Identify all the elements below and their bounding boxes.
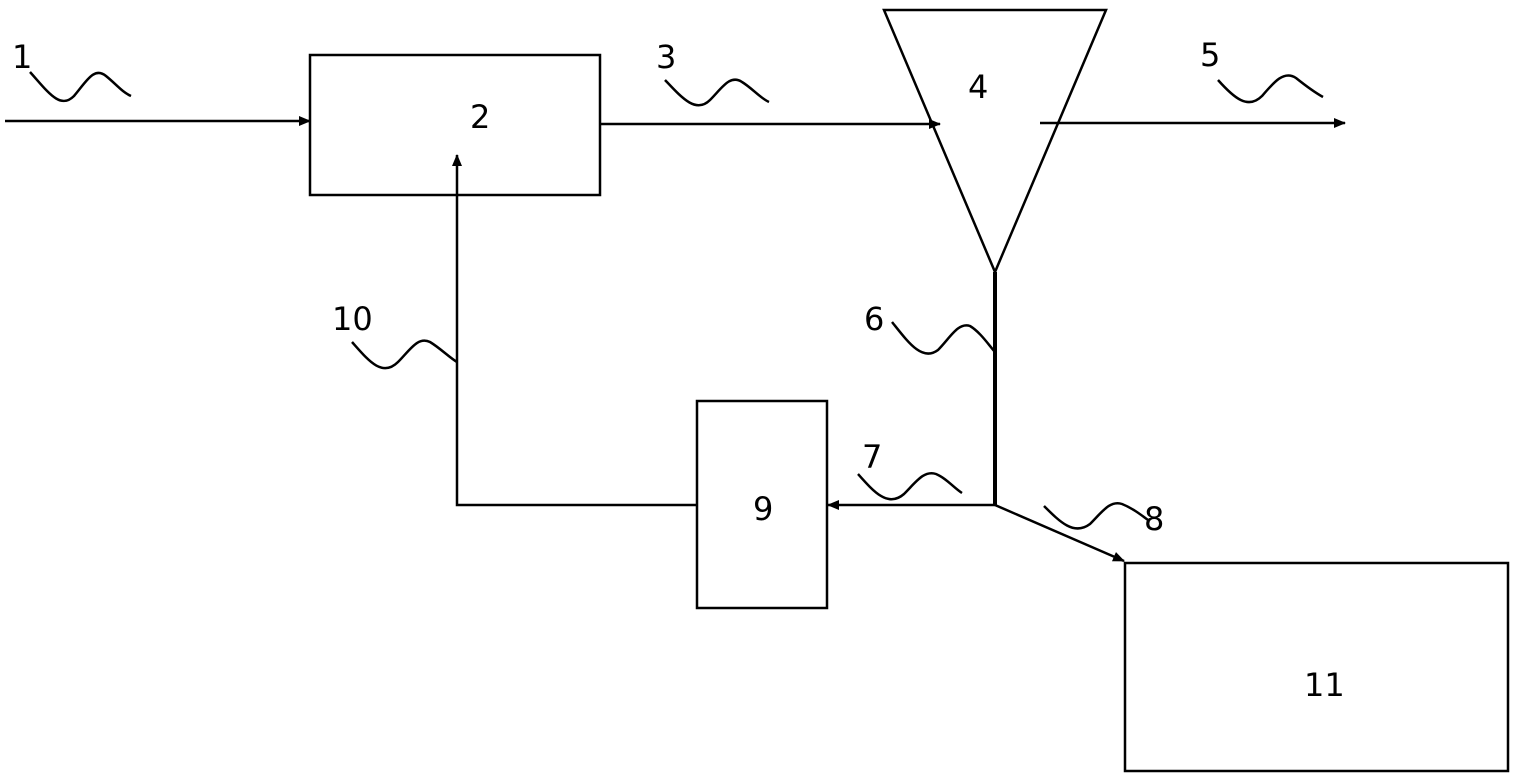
label-11: 11 bbox=[1304, 666, 1345, 704]
label-5: 5 bbox=[1200, 36, 1220, 74]
unit-4-cone bbox=[882, 8, 1108, 276]
leader-6-wave bbox=[891, 321, 996, 355]
label-4: 4 bbox=[968, 68, 988, 106]
label-6: 6 bbox=[864, 300, 884, 338]
unit-11-box bbox=[1123, 561, 1510, 773]
label-3: 3 bbox=[656, 38, 676, 76]
label-10: 10 bbox=[332, 300, 373, 338]
stream-10-line bbox=[452, 154, 697, 507]
label-8: 8 bbox=[1144, 500, 1164, 538]
label-7: 7 bbox=[862, 438, 882, 476]
leader-10-wave bbox=[351, 339, 458, 370]
leader-5-wave bbox=[1217, 74, 1324, 104]
label-1: 1 bbox=[12, 38, 32, 76]
leader-8-wave bbox=[1043, 501, 1149, 530]
unit-2-box bbox=[308, 53, 602, 197]
leader-3-wave bbox=[664, 78, 770, 107]
stream-8-line bbox=[994, 503, 1125, 563]
leader-1-wave bbox=[29, 71, 132, 103]
unit-9-box bbox=[695, 399, 829, 610]
label-2: 2 bbox=[470, 98, 490, 136]
label-9: 9 bbox=[753, 490, 773, 528]
leader-7-wave bbox=[857, 471, 963, 501]
